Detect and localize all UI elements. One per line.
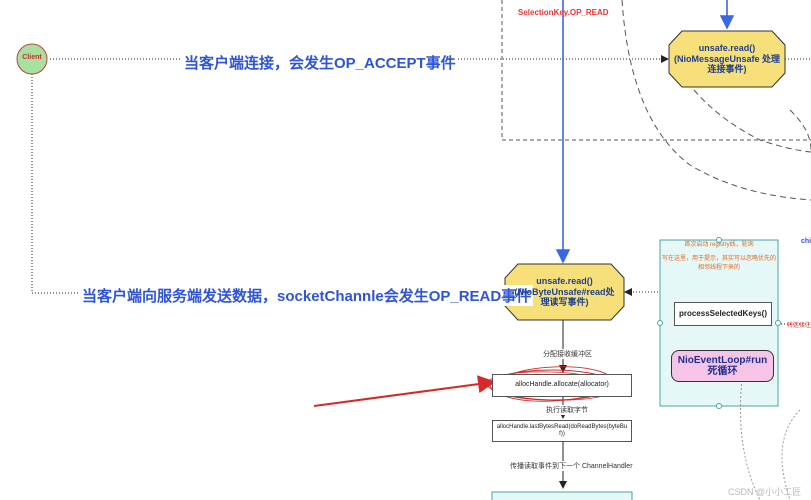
accept-event-text: 当客户端连接，会发生OP_ACCEPT事件 bbox=[182, 52, 458, 73]
unsafe-accept-line2: (NioMessageUnsafe 处理 bbox=[673, 53, 781, 64]
dashed-arc-outline bbox=[621, 0, 811, 201]
propagate-label: 传播读取事件到下一个 ChannelHandler bbox=[510, 461, 633, 471]
dashed-arc-bottom-2 bbox=[781, 409, 801, 500]
unsafe-accept-line1: unsafe.read() bbox=[698, 43, 756, 54]
unsafe-accept-line3: 连接事件) bbox=[707, 64, 747, 75]
alloc-buffer-label: 分配接收缓冲区 bbox=[543, 349, 592, 359]
alloc-last-bytes-node[interactable]: allocHandle.lastBytesRead(doReadBytes(by… bbox=[492, 420, 632, 442]
event-loop-note-line2: 写在这里，用于提示，其实可以忽略优先的 bbox=[662, 256, 777, 263]
unsafe-accept-octagon-shape bbox=[668, 30, 786, 88]
process-selected-keys-node[interactable]: processSelectedKeys() bbox=[674, 302, 772, 326]
event-loop-note-line3: 相邻线程下来的 bbox=[697, 264, 740, 271]
top-edge-label: SelectionKey.OP_READ bbox=[518, 8, 609, 17]
alloc-last-bytes-line2: f)) bbox=[559, 431, 565, 437]
event-loop-note: 首次启动 registry线，轮询 写在这里，用于提示，其实可以忽略优先的 相邻… bbox=[662, 241, 776, 272]
dashed-region-outline bbox=[501, 0, 811, 141]
dashed-arc-bottom bbox=[740, 379, 761, 500]
right-side-label: 将连接注 bbox=[787, 323, 811, 329]
right-top-label: chi bbox=[801, 238, 811, 245]
unsafe-read-line3: 理读写事件) bbox=[540, 297, 589, 308]
red-annotation-arrow bbox=[313, 375, 496, 407]
read-connector bbox=[31, 74, 503, 297]
unsafe-accept-node[interactable]: unsafe.read() (NioMessageUnsafe 处理 连接事件) bbox=[669, 31, 785, 87]
unsafe-read-line2: (NioByteUnsafe#read处 bbox=[514, 286, 615, 297]
event-loop-run-line2: 死循环 bbox=[707, 366, 738, 377]
read-bytes-label: 执行读取字节 bbox=[546, 405, 588, 415]
unsafe-read-line1: unsafe.read() bbox=[536, 276, 593, 287]
client-node-shape bbox=[16, 43, 48, 75]
bottom-node-stub bbox=[491, 491, 633, 500]
event-loop-note-line1: 首次启动 registry线，轮询 bbox=[684, 242, 754, 248]
alloc-allocate-node[interactable]: allocHandle.allocate(allocator) bbox=[492, 374, 632, 397]
read-event-text: 当客户端向服务端发送数据，socketChannle会发生OP_READ事件 bbox=[80, 285, 534, 306]
unsafe-read-node[interactable]: unsafe.read() (NioByteUnsafe#read处 理读写事件… bbox=[505, 264, 624, 320]
process-selected-keys-text: processSelectedKeys() bbox=[678, 309, 768, 319]
event-loop-run-node[interactable]: NioEventLoop#run 死循环 bbox=[671, 350, 774, 382]
alloc-last-bytes-line1: allocHandle.lastBytesRead(doReadBytes(by… bbox=[496, 423, 628, 430]
client-label[interactable]: Client bbox=[22, 54, 42, 61]
event-loop-run-line1: NioEventLoop#run bbox=[677, 354, 768, 366]
alloc-allocate-text: allocHandle.allocate(allocator) bbox=[515, 381, 609, 389]
dashed-arc-right bbox=[789, 109, 811, 151]
dashed-arc-outline-2 bbox=[693, 89, 811, 153]
watermark: CSDN @小小工匠 bbox=[728, 487, 802, 497]
